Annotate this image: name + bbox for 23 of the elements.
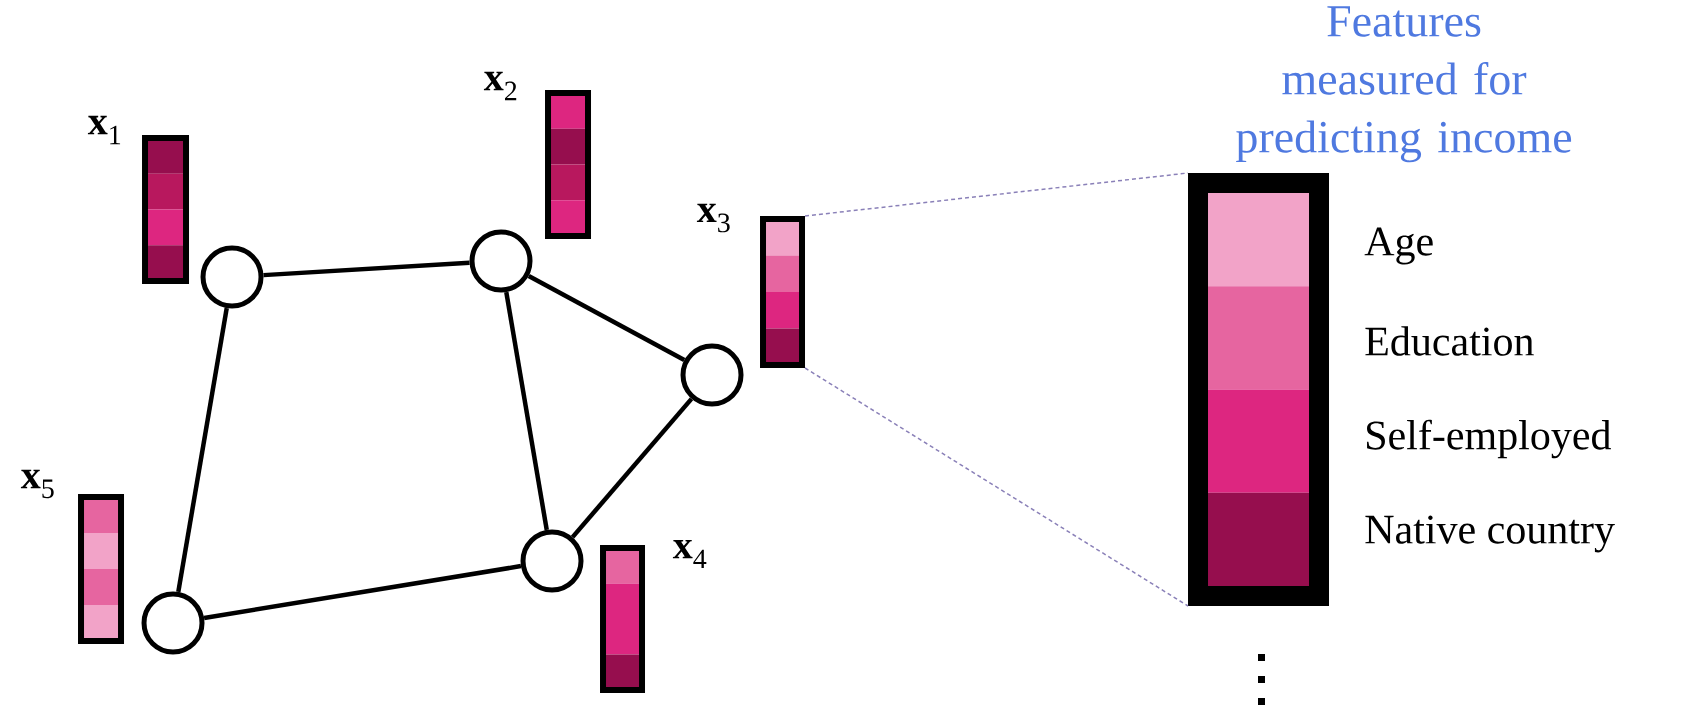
vector-label: x$_{2}$ [483,71,517,101]
graph-node [680,343,744,407]
graph-node [520,529,584,593]
vector-label: x$_{3}$ [696,203,730,233]
title: Features measured for predicting income [1236,6,1572,163]
graph-node [469,229,533,293]
zoom-line [804,367,1189,607]
feature-name: Age [1364,227,1433,265]
graph-edge [263,260,470,278]
graph-node [200,245,264,309]
graph-edge [527,274,686,362]
feature-name: Education [1365,326,1534,356]
graph-node [141,591,205,655]
vector-label: x$_{1}$ [87,115,121,145]
feature-vector [1188,173,1329,606]
graph-edge [504,291,549,531]
graph-edge [570,397,694,539]
feature-name: Native country [1365,515,1615,553]
vector-label: x$_{4}$ [672,539,707,569]
feature-name: Self-employed [1367,419,1611,459]
graph-edge [176,307,229,593]
vector-label: x$_{5}$ [20,469,54,499]
graph-edge [203,563,522,621]
